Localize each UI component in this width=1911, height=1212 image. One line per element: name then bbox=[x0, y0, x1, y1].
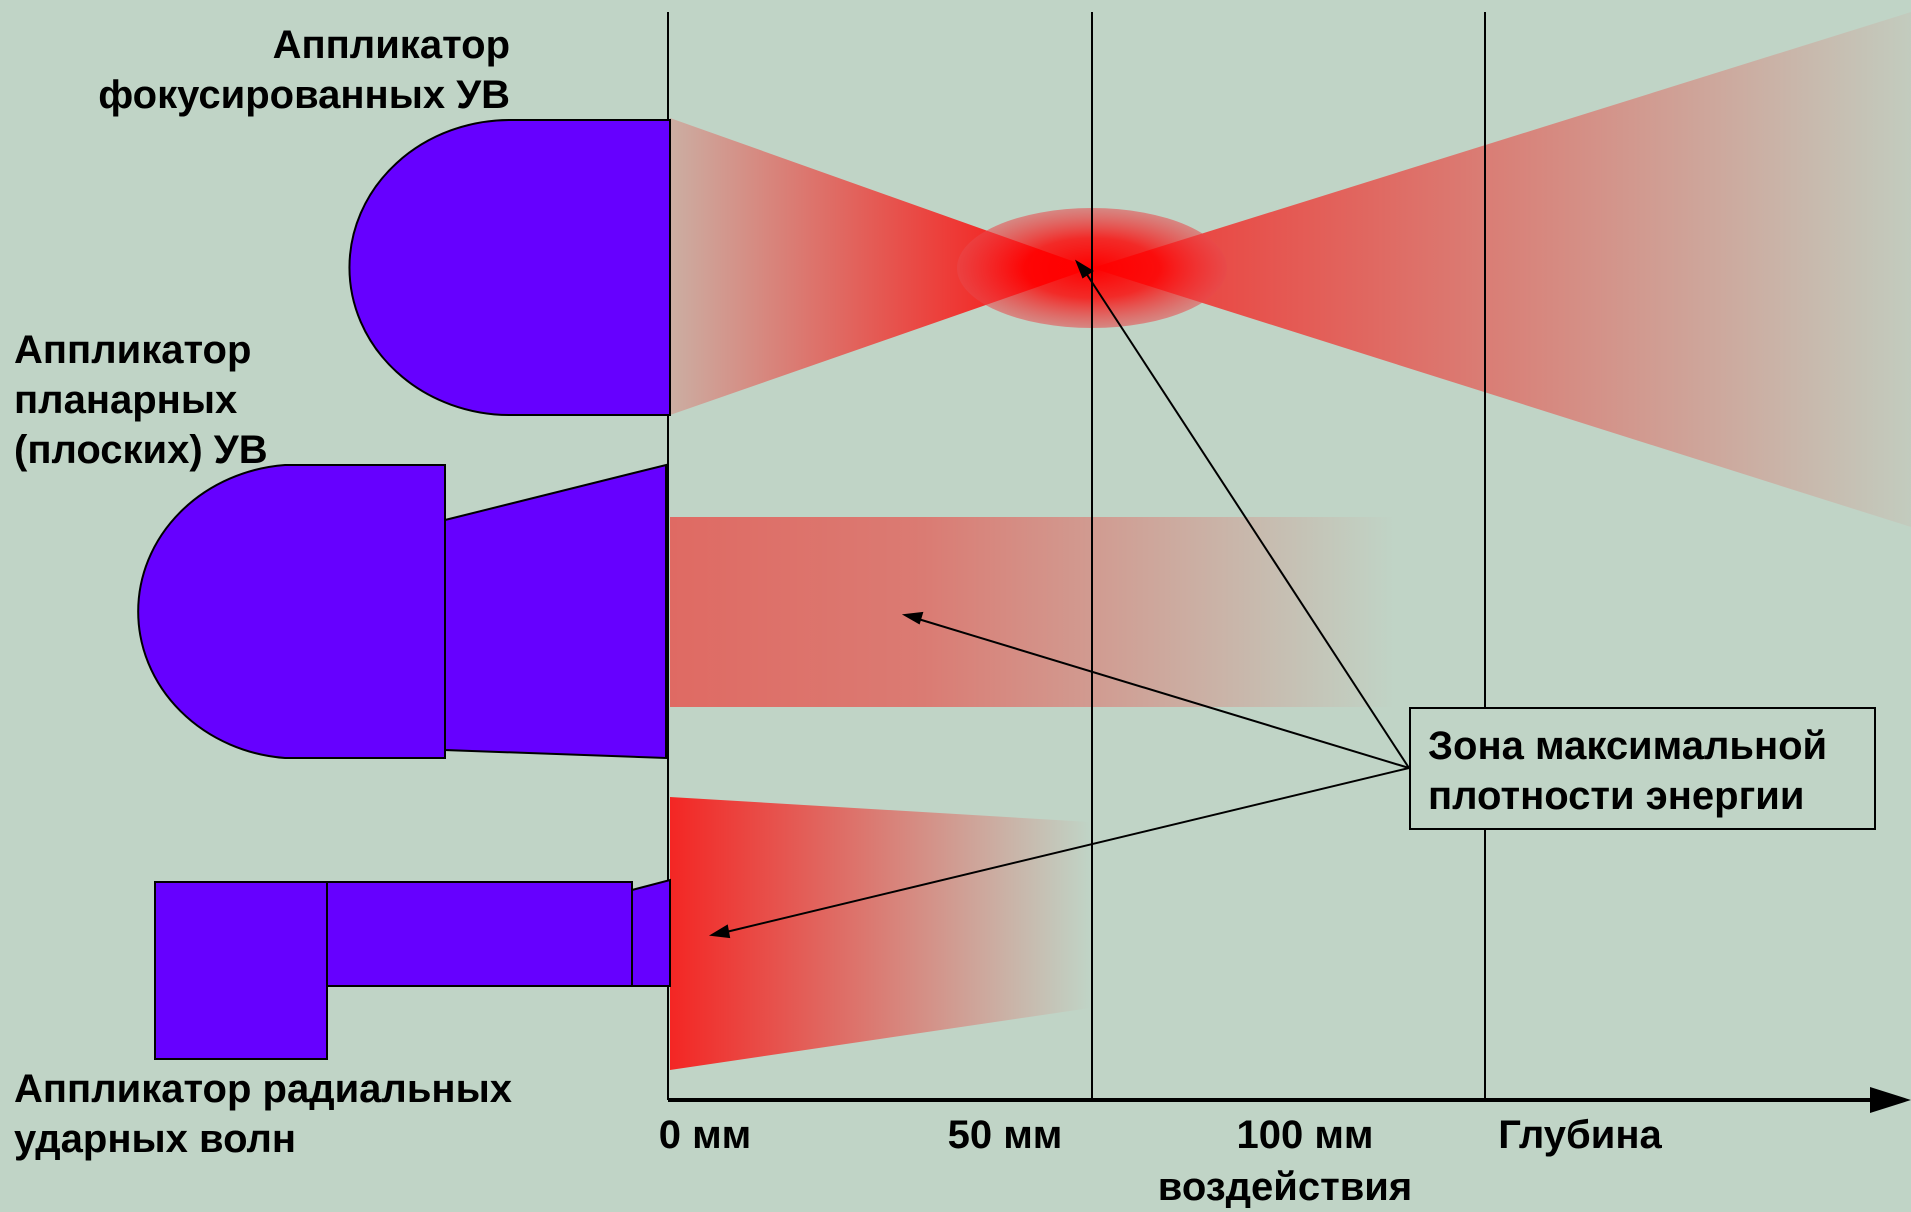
focused-beam-diverging bbox=[1092, 12, 1911, 527]
focused-applicator bbox=[348, 119, 671, 416]
tick-label-100mm: 100 мм bbox=[1236, 1113, 1374, 1157]
axis-title-line1: Глубина bbox=[1498, 1113, 1662, 1157]
axis-title-line2: воздействия bbox=[1157, 1165, 1413, 1209]
planar-applicator-head bbox=[444, 463, 667, 760]
callout-text: Зона максимальной плотности энергии bbox=[1428, 724, 1828, 818]
tick-label-50mm: 50 мм bbox=[947, 1113, 1063, 1157]
max-energy-zone-callout: Зона максимальной плотности энергии bbox=[1409, 707, 1876, 830]
focused-applicator-label: Аппликатор фокусированных УВ bbox=[98, 23, 510, 117]
planar-applicator-body bbox=[137, 464, 446, 759]
focused-beam-converging bbox=[670, 118, 1092, 415]
radial-applicator-tip bbox=[631, 878, 671, 987]
radial-applicator-barrel bbox=[326, 881, 633, 987]
radial-applicator-handle bbox=[154, 881, 328, 1060]
callout-arrows bbox=[708, 259, 1410, 939]
planar-applicator-label: Аппликатор планарных (плоских) УВ bbox=[14, 328, 268, 472]
depth-axis-arrowhead bbox=[1870, 1087, 1911, 1113]
radial-applicator-label: Аппликатор радиальных ударных волн bbox=[14, 1067, 512, 1161]
planar-beam bbox=[670, 517, 1395, 707]
tick-label-0mm: 0 мм bbox=[658, 1113, 752, 1157]
radial-beam bbox=[670, 797, 1090, 1070]
